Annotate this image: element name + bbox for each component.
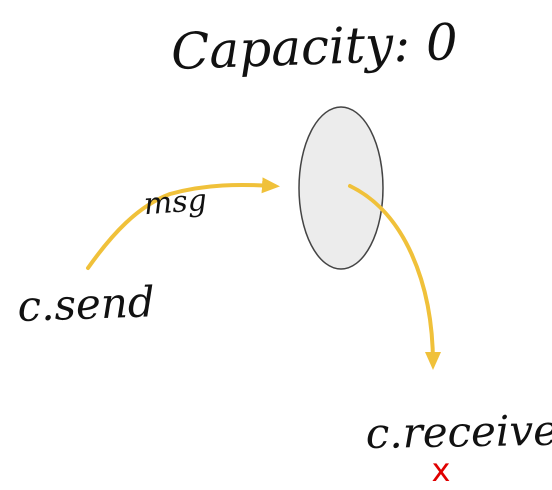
message-label: msg (143, 183, 208, 222)
blocked-mark: x (432, 451, 451, 489)
diagram-title: Capacity: 0 (170, 13, 459, 81)
send-arrow (86, 177, 280, 270)
receive-arrow (348, 184, 441, 370)
receiver-label: c.receive (365, 406, 552, 458)
sender-label: c.send (17, 277, 156, 331)
cross-icon: x (432, 451, 451, 489)
channel-ellipse (298, 106, 384, 270)
